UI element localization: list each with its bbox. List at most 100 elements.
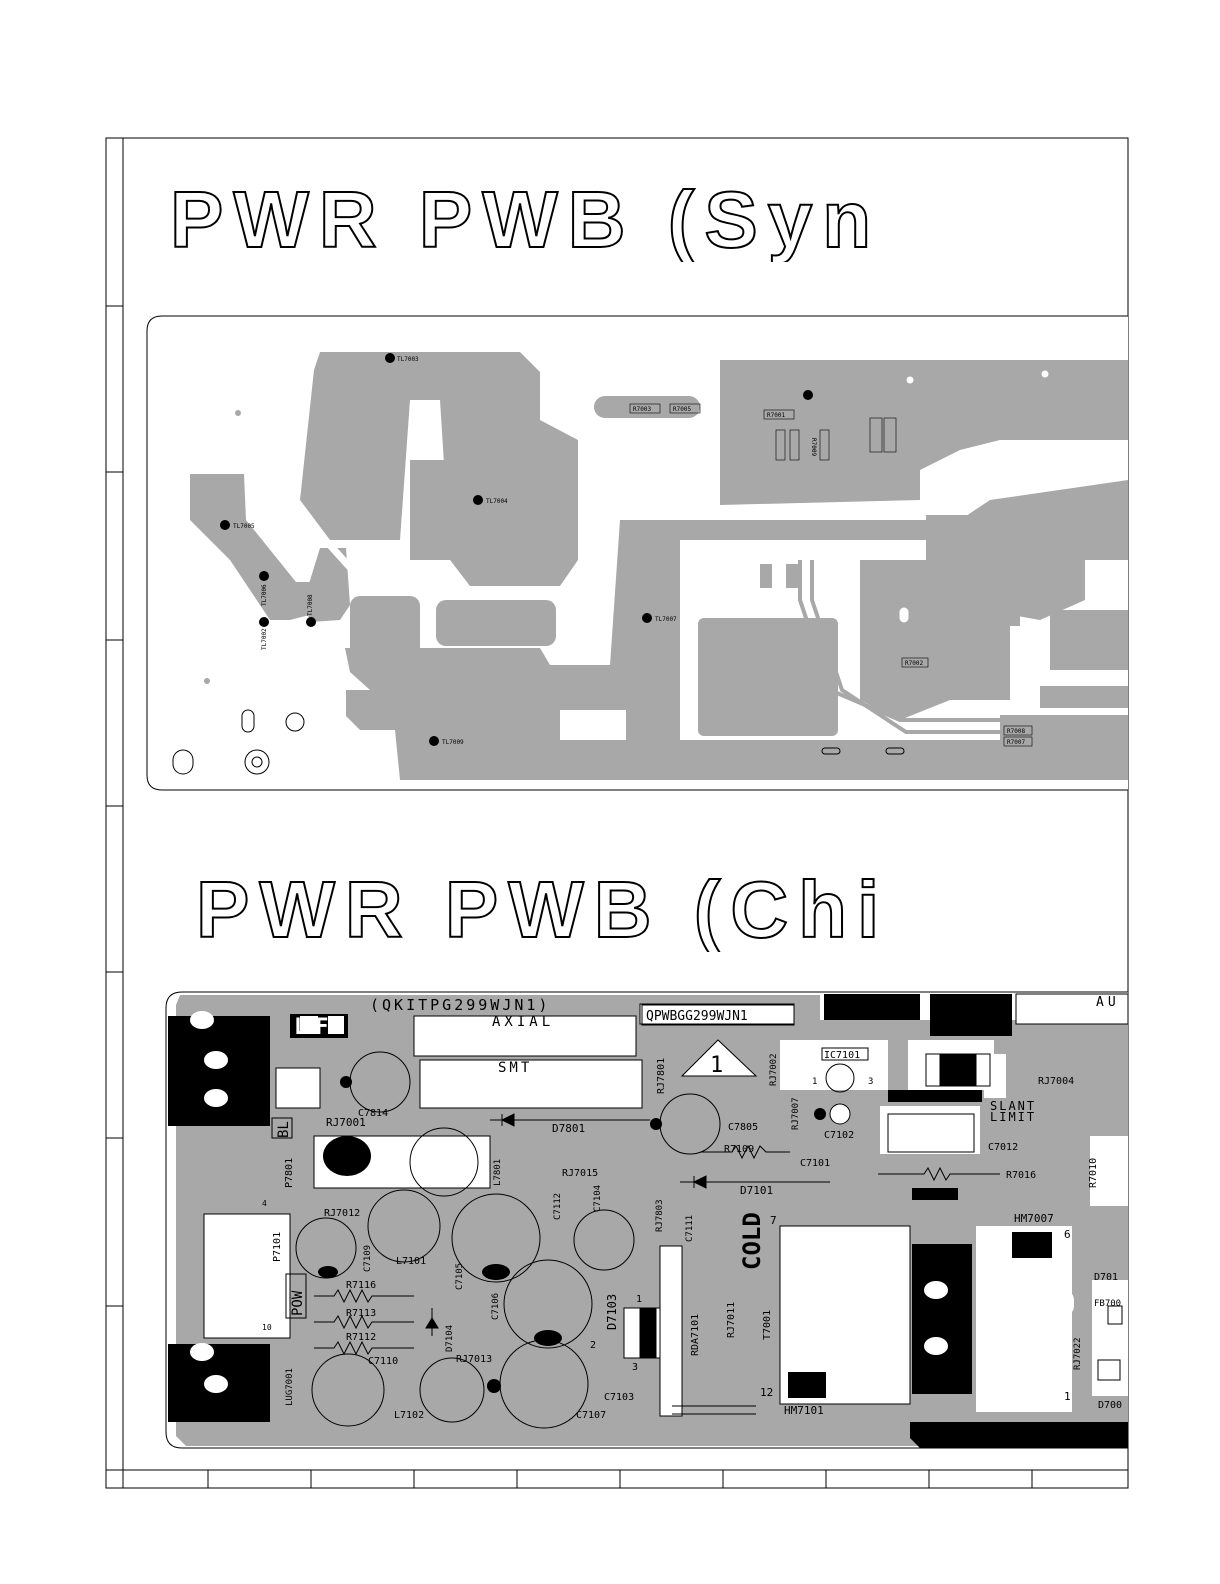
part-label: C7102 (824, 1130, 854, 1141)
smd-label: R7002 (905, 660, 923, 667)
slant-label: SLANT (990, 1099, 1036, 1113)
part-label: C7112 (553, 1193, 563, 1220)
tp-label: TL7002 (261, 628, 268, 650)
title-component-side: PWR PWB (Chi (196, 868, 890, 952)
tp-label: TL7003 (397, 356, 419, 363)
part-label: D7104 (445, 1325, 455, 1352)
pin-number: 6 (1064, 1228, 1071, 1241)
mounting-holes-top (172, 709, 905, 775)
pin-number: 7 (770, 1214, 777, 1227)
copper-pours-top (190, 352, 1128, 780)
part-label: R7109 (724, 1144, 754, 1155)
part-label: D7101 (740, 1184, 773, 1197)
part-label: FB700 (1094, 1299, 1121, 1309)
smd-label: R7005 (673, 406, 691, 413)
clearance-areas-bottom (203, 993, 1129, 1412)
part-label: RJ7012 (324, 1208, 360, 1219)
part-label: P7101 (272, 1232, 283, 1262)
warning-number: 1 (710, 1053, 723, 1078)
part-label: RJ7803 (655, 1199, 665, 1232)
partial-box-label: AU (1096, 995, 1120, 1010)
resistor-zigzags (314, 1144, 1000, 1356)
pin-number: 2 (590, 1340, 596, 1351)
traces-top (798, 398, 1040, 734)
small-pads-top (204, 410, 241, 684)
part-label: D7103 (605, 1294, 619, 1330)
smd-label: R7001 (767, 412, 785, 419)
part-label: RJ7013 (456, 1354, 492, 1365)
tp-label: TL7006 (261, 584, 268, 606)
part-label: RJ7801 (656, 1058, 667, 1094)
part-label: R7010 (1088, 1158, 1099, 1188)
test-point (259, 571, 269, 581)
part-label: RDA7101 (690, 1314, 701, 1356)
board-holes-top (310, 370, 1049, 623)
part-label: RJ7002 (769, 1053, 779, 1086)
part-label: RJ7015 (562, 1168, 598, 1179)
part-label: IC7101 (824, 1050, 860, 1061)
part-label: HM7007 (1014, 1212, 1054, 1225)
part-label: LUG7001 (285, 1368, 295, 1406)
tp-label: TL7007 (655, 616, 677, 623)
part-label: P7801 (284, 1158, 295, 1188)
tp-label: TL7005 (233, 523, 255, 530)
part-label: C7104 (593, 1185, 603, 1212)
smd-label: R7009 (810, 438, 817, 456)
part-label: C7101 (800, 1158, 830, 1169)
board-code: (QKITPG299WJN1) (370, 996, 550, 1014)
part-label: RJ7007 (791, 1097, 801, 1130)
test-point (220, 520, 230, 530)
diode-symbols (425, 1113, 830, 1336)
part-label: D7801 (552, 1122, 585, 1135)
part-label: RJ7022 (1073, 1337, 1083, 1370)
test-point (642, 613, 652, 623)
part-label: C7105 (455, 1263, 465, 1290)
dark-blocks-bottom (168, 994, 1128, 1448)
limit-label: LIMIT (990, 1110, 1036, 1124)
solder-side-labels: TL7003 TL7004 TL7005 TL7006 TL7002 TL700… (233, 356, 1033, 747)
test-point (429, 736, 439, 746)
part-label: RJ7004 (1038, 1076, 1074, 1087)
part-label: C7106 (491, 1293, 501, 1320)
smt-label: SMT (498, 1060, 532, 1076)
smd-label: R7003 (633, 406, 651, 413)
part-label: D701 (1094, 1272, 1118, 1283)
part-label: R7116 (346, 1280, 376, 1291)
terminal-holes (190, 1011, 948, 1393)
axial-label: AXIAL (492, 1014, 554, 1030)
test-point (259, 617, 269, 627)
component-outlines (295, 1039, 1123, 1429)
pow-connector-label: POW (290, 1290, 306, 1316)
pin-number: 1 (1064, 1390, 1071, 1403)
pin-number: 1 (636, 1294, 642, 1305)
title-solder-side: PWR PWB (Syn (170, 178, 882, 262)
pin-number: 3 (632, 1362, 638, 1373)
tp-label: TL7008 (307, 594, 314, 616)
part-label: T7001 (762, 1310, 773, 1340)
part-label: RJ7011 (726, 1302, 737, 1338)
smd-label: R7007 (1007, 739, 1025, 746)
test-point (803, 390, 813, 400)
part-label: HM7101 (784, 1404, 824, 1417)
part-label: R7016 (1006, 1170, 1036, 1181)
part-label: L7101 (396, 1256, 426, 1267)
bl-connector-label: BL (276, 1121, 292, 1138)
pin-number: 3 (868, 1077, 873, 1087)
part-label: C7012 (988, 1142, 1018, 1153)
part-label: C7109 (363, 1245, 373, 1272)
test-point (385, 353, 395, 363)
component-side-board: (QKITPG299WJN1) QPWBGG299WJN1 AXIAL SMT … (165, 991, 1129, 1449)
part-label: R7112 (346, 1332, 376, 1343)
part-label: C7107 (576, 1410, 606, 1421)
component-labels: (QKITPG299WJN1) QPWBGG299WJN1 AXIAL SMT … (262, 995, 1122, 1421)
pin-number: 12 (760, 1386, 773, 1399)
sheet-frame (105, 137, 1129, 1489)
pwb-code: QPWBGG299WJN1 (646, 1009, 748, 1024)
part-label: R7113 (346, 1308, 376, 1319)
part-label: C7814 (358, 1108, 388, 1119)
tp-label: TL7004 (486, 498, 508, 505)
part-label: C7805 (728, 1122, 758, 1133)
part-label: C7111 (685, 1215, 695, 1242)
pin-number: 1 (812, 1077, 817, 1087)
